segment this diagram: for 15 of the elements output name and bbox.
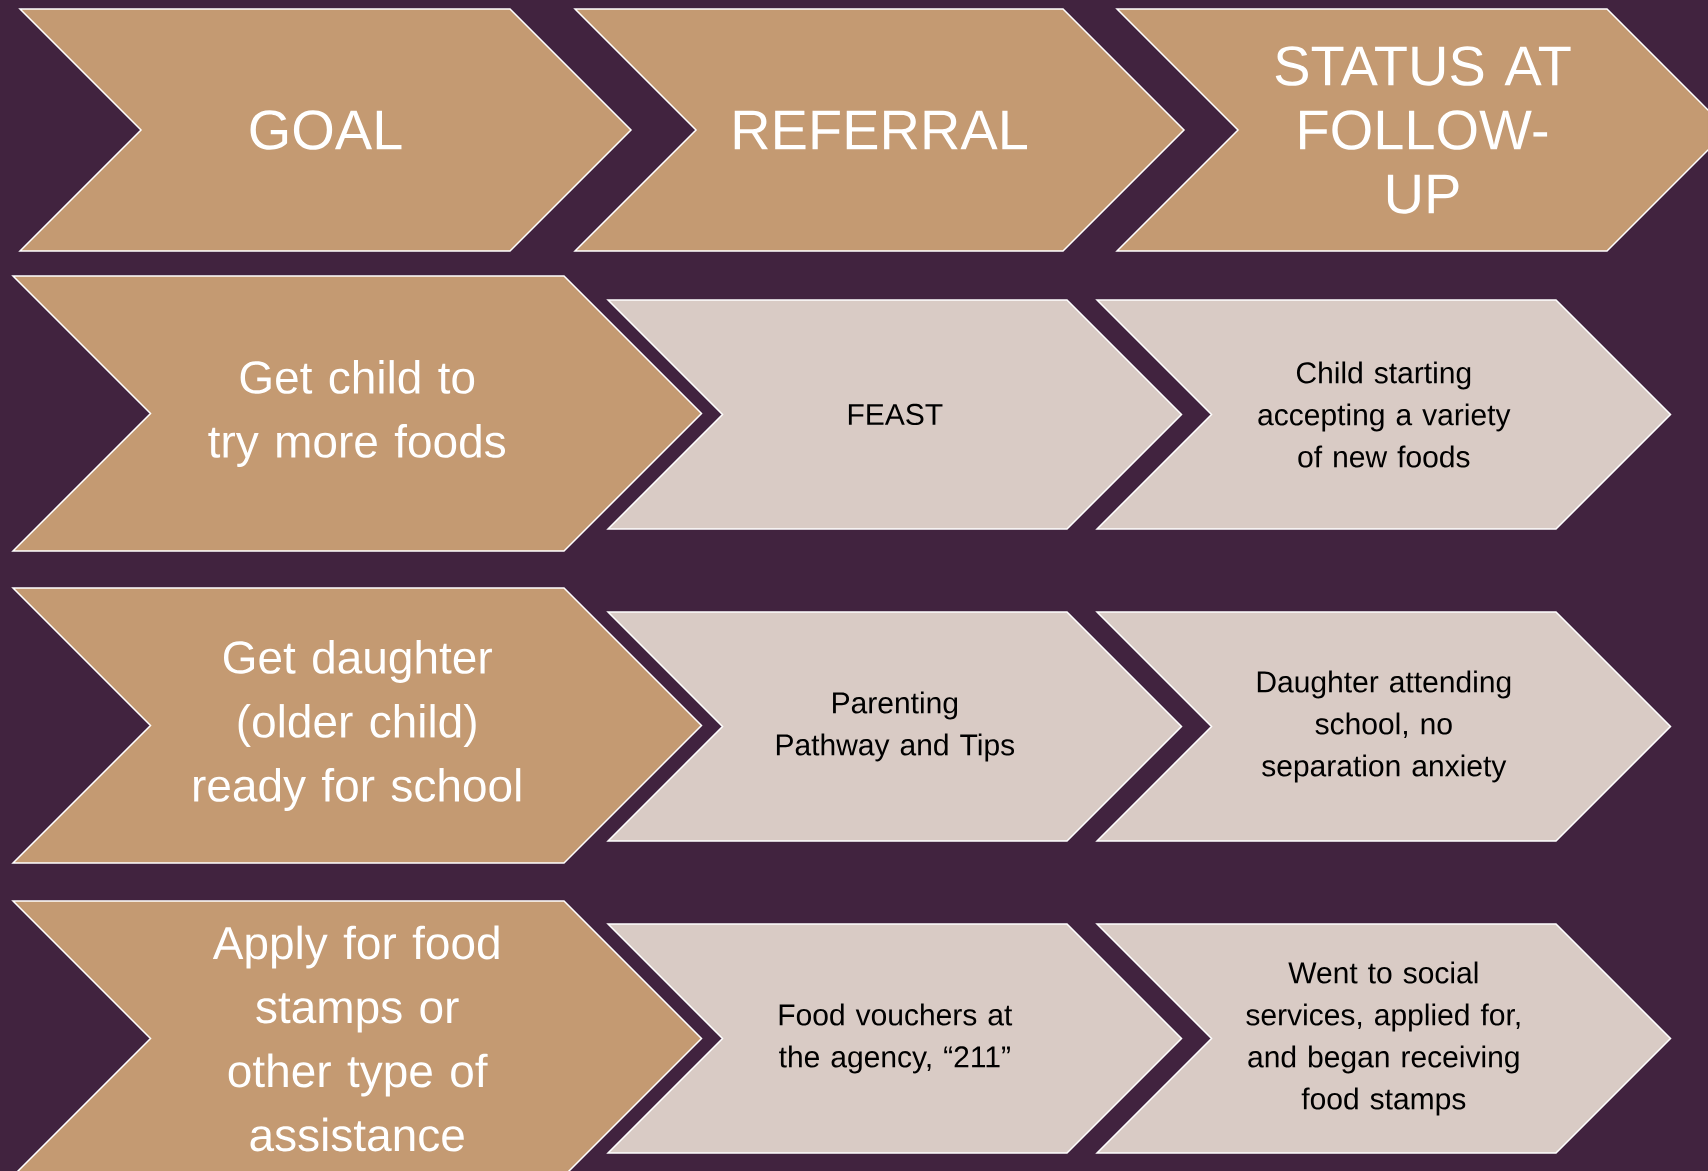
step-box: Food vouchers at the agency, “211” <box>606 923 1183 1154</box>
node-label: Food vouchers at the agency, “211” <box>779 1003 1013 1074</box>
step-box: STATUS AT FOLLOW-UP <box>1115 8 1708 252</box>
step-box: GOAL <box>18 8 633 252</box>
node-label: Went to social services, applied for, and began receiving food stamps <box>1246 961 1520 1116</box>
node-label: STATUS AT FOLLOW-UP <box>1275 46 1571 214</box>
step-box: FEAST <box>606 299 1183 530</box>
step-box: Apply for food stamps or other type of assistance <box>11 900 703 1171</box>
step-box: Parenting Pathway and Tips <box>606 611 1183 842</box>
step-box: Went to social services, applied for, and began receiving food stamps <box>1095 923 1672 1154</box>
step-box: REFERRAL <box>573 8 1186 252</box>
step-box: Get daughter (older child) ready for school <box>11 587 703 864</box>
step-box: Child starting accepting a variety of new foods <box>1095 299 1672 530</box>
step-box: Get child to try more foods <box>11 275 703 552</box>
step-box: Daughter attending school, no separation anxiety <box>1095 611 1672 842</box>
